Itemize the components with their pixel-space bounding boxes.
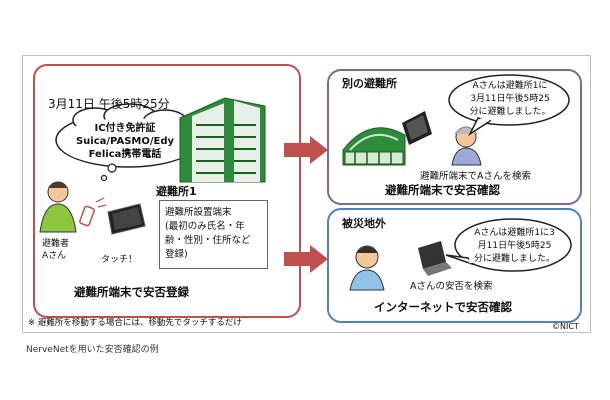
bubble-line: 月11日午後5時25 (477, 241, 552, 251)
shelter-terminal-tablet-icon (107, 203, 146, 235)
shelter-registration-caption: 避難所端末で安否登録 (74, 285, 189, 299)
other-shelter-tablet-icon (402, 111, 432, 145)
figure-caption: NerveNetを用いた安否確認の例 (26, 345, 159, 355)
shelter-terminal-description: 避難所設置端末 (最初のみ氏名・年 齢・性別・住所など 登録) (159, 200, 268, 269)
bubble-line: 分に避難しました。 (469, 107, 551, 117)
footnote: ※ 避難所を移動する場合には、移動先でタッチするだけ (28, 318, 242, 328)
ic-card-cloud (55, 103, 201, 182)
terminal-line: 避難所設置端末 (165, 207, 232, 218)
evacuee-line: Aさん (42, 251, 67, 261)
ic-card-line: Felica携帯電話 (88, 149, 162, 160)
terminal-line: 登録) (165, 249, 188, 260)
arrow-to-outside-area (284, 245, 328, 273)
evacuee-person-icon (39, 181, 77, 233)
registration-time: 3月11日 午後5時25分 (48, 97, 170, 111)
terminal-line: 齢・性別・住所など (165, 235, 251, 246)
top-right-speech-bubble (448, 74, 570, 137)
arrow-to-other-shelter (284, 136, 328, 164)
searcher-person-icon (349, 245, 385, 291)
shelter-1-label: 避難所1 (156, 185, 197, 198)
bubble-line: 分に避難しました。 (473, 254, 555, 264)
copyright-credit: ©NICT (552, 322, 579, 331)
touch-label: タッチ！ (101, 255, 138, 265)
ic-card-line: Suica/PASMO/Edy (75, 136, 175, 147)
ic-card-line: IC付き免許証 (94, 123, 156, 134)
bubble-line: Aさんは避難所1に (472, 81, 548, 91)
ic-card-phone-icon (79, 197, 107, 227)
outside-area-search-label: Aさんの安否を検索 (410, 281, 493, 292)
other-shelter-search-label: 避難所端末でAさんを検索 (420, 171, 531, 182)
bubble-line: Aさんは避難所1に3 (474, 228, 555, 238)
outside-area-title: 被災地外 (342, 217, 386, 230)
outside-area-caption: インターネットで安否確認 (374, 300, 512, 314)
terminal-line: (最初のみ氏名・年 (165, 221, 245, 232)
shelter-building-icon (179, 97, 266, 183)
bubble-line: 3月11日午後5時25 (470, 94, 550, 104)
elderly-woman-icon (451, 126, 482, 166)
other-shelter-title: 別の避難所 (342, 77, 397, 90)
ic-card-types: IC付き免許証 Suica/PASMO/Edy Felica携帯電話 (70, 122, 180, 161)
bottom-right-speech-bubble (445, 218, 572, 272)
evacuee-label: 避難者 Aさん (42, 238, 69, 262)
top-right-bubble-text: Aさんは避難所1に 3月11日午後5時25 分に避難しました。 (450, 80, 570, 119)
bottom-right-bubble-text: Aさんは避難所1に3 月11日午後5時25 分に避難しました。 (462, 227, 567, 266)
evacuee-line: 避難者 (42, 239, 70, 249)
other-shelter-building-icon (342, 127, 406, 166)
laptop-icon (418, 241, 452, 276)
other-shelter-caption: 避難所端末で安否確認 (385, 183, 500, 197)
